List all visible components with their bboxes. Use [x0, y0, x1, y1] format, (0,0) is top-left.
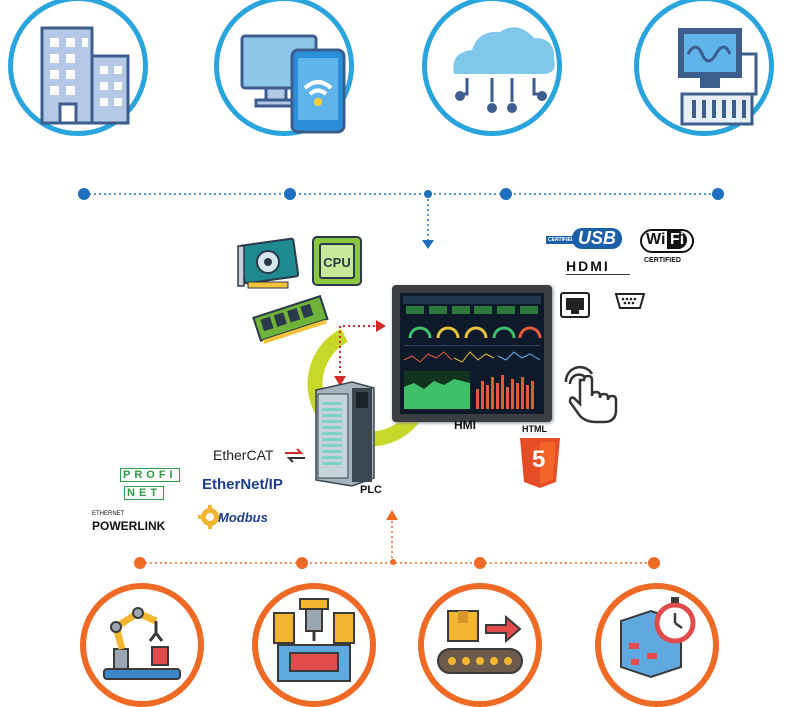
- top-node-2: [284, 188, 296, 200]
- up-arrow-orange: [386, 510, 398, 520]
- hmi-stat-row: [406, 306, 538, 316]
- ethercat-logo: EtherCAT: [213, 447, 305, 467]
- profinet-bottom-text: NET: [124, 486, 164, 500]
- down-arrow-blue: [422, 240, 434, 249]
- profinet-top-text: PROFI: [120, 468, 180, 482]
- conveyor-circle: [418, 583, 542, 707]
- ethercat-arrows-icon: [285, 448, 305, 463]
- hmi-gauge-row: [404, 320, 542, 342]
- top-node-center: [424, 190, 432, 198]
- powerlink-top-text: ETHERNET: [92, 511, 125, 517]
- cpu-chip-icon: CPU: [312, 236, 362, 286]
- workstation-circle: [634, 0, 774, 136]
- robot-arm-circle: [80, 583, 204, 707]
- powerlink-text: POWERLINK: [92, 519, 166, 533]
- usb-text: USB: [572, 228, 623, 249]
- ethercat-text: EtherCAT: [213, 447, 274, 463]
- wifi-certified-text: CERTIFIED: [644, 257, 681, 264]
- hdmi-logo: HDMI: [566, 258, 636, 276]
- building-icon: [40, 26, 130, 125]
- top-node-1: [78, 188, 90, 200]
- hmi-panel: [392, 285, 552, 422]
- monitor-phone-wifi-icon: [240, 34, 346, 134]
- ethernetip-text: EtherNet/IP: [202, 476, 283, 493]
- usb-logo: CERTIFIED USB: [546, 228, 623, 250]
- modbus-gear-icon: [198, 505, 222, 529]
- touch-hand-icon: [564, 365, 618, 424]
- bottom-node-4: [648, 557, 660, 569]
- timer-clipboard-icon: [620, 597, 696, 679]
- bottom-node-1: [134, 557, 146, 569]
- cpu-label: CPU: [323, 255, 350, 270]
- vga-port-icon: [614, 293, 646, 309]
- cloud-circle: [422, 0, 562, 136]
- html5-shield-icon: [520, 438, 560, 488]
- powerlink-logo: ETHERNET POWERLINK: [92, 511, 192, 537]
- top-node-3: [500, 188, 512, 200]
- hmi-trend-lines: [403, 351, 541, 363]
- html5-logo: HTML 5: [518, 424, 562, 490]
- building-circle: [8, 0, 148, 136]
- wifi-wi-text: Wi: [646, 231, 666, 248]
- modbus-logo: Modbus: [198, 505, 288, 531]
- plc-hmi-connector: [334, 320, 386, 386]
- cnc-machine-circle: [252, 583, 376, 707]
- hmi-gauges: [408, 326, 542, 339]
- wifi-logo: Wi Fi CERTIFIED: [640, 229, 700, 269]
- plc-label: PLC: [360, 484, 382, 496]
- robot-arm-icon: [103, 607, 181, 680]
- devices-circle: [214, 0, 354, 136]
- ram-module-icon: [252, 294, 329, 344]
- network-card-icon: [237, 237, 300, 289]
- top-node-4: [712, 188, 724, 200]
- ethernet-port-icon: [560, 292, 590, 318]
- conveyor-box-icon: [437, 610, 523, 674]
- usb-certified-text: CERTIFIED: [546, 236, 577, 244]
- bottom-node-2: [296, 557, 308, 569]
- timer-circle: [595, 583, 719, 707]
- modbus-text: Modbus: [218, 510, 268, 525]
- hmi-screen: [400, 293, 544, 414]
- html5-number: 5: [532, 446, 546, 473]
- bottom-node-3: [474, 557, 486, 569]
- wifi-badge-outline: [640, 229, 694, 253]
- plc-device-icon: [315, 381, 375, 487]
- monitor-controller-icon: [678, 28, 758, 126]
- hmi-label: HMI: [454, 418, 476, 432]
- ethernetip-logo: EtherNet/IP: [202, 476, 283, 494]
- profinet-logo: PROFI NET: [108, 468, 190, 502]
- html-text: HTML: [522, 424, 547, 434]
- hmi-bar-chart: [474, 371, 540, 409]
- bottom-node-center: [390, 559, 396, 565]
- wifi-fi-text: Fi: [667, 231, 688, 249]
- hmi-header-bar: [403, 296, 541, 304]
- hmi-area-chart: [404, 371, 470, 409]
- hdmi-text: HDMI: [566, 258, 610, 274]
- hmi-trend-row: [403, 345, 541, 368]
- cloud-network-icon: [453, 27, 555, 113]
- cnc-machine-icon: [273, 598, 355, 682]
